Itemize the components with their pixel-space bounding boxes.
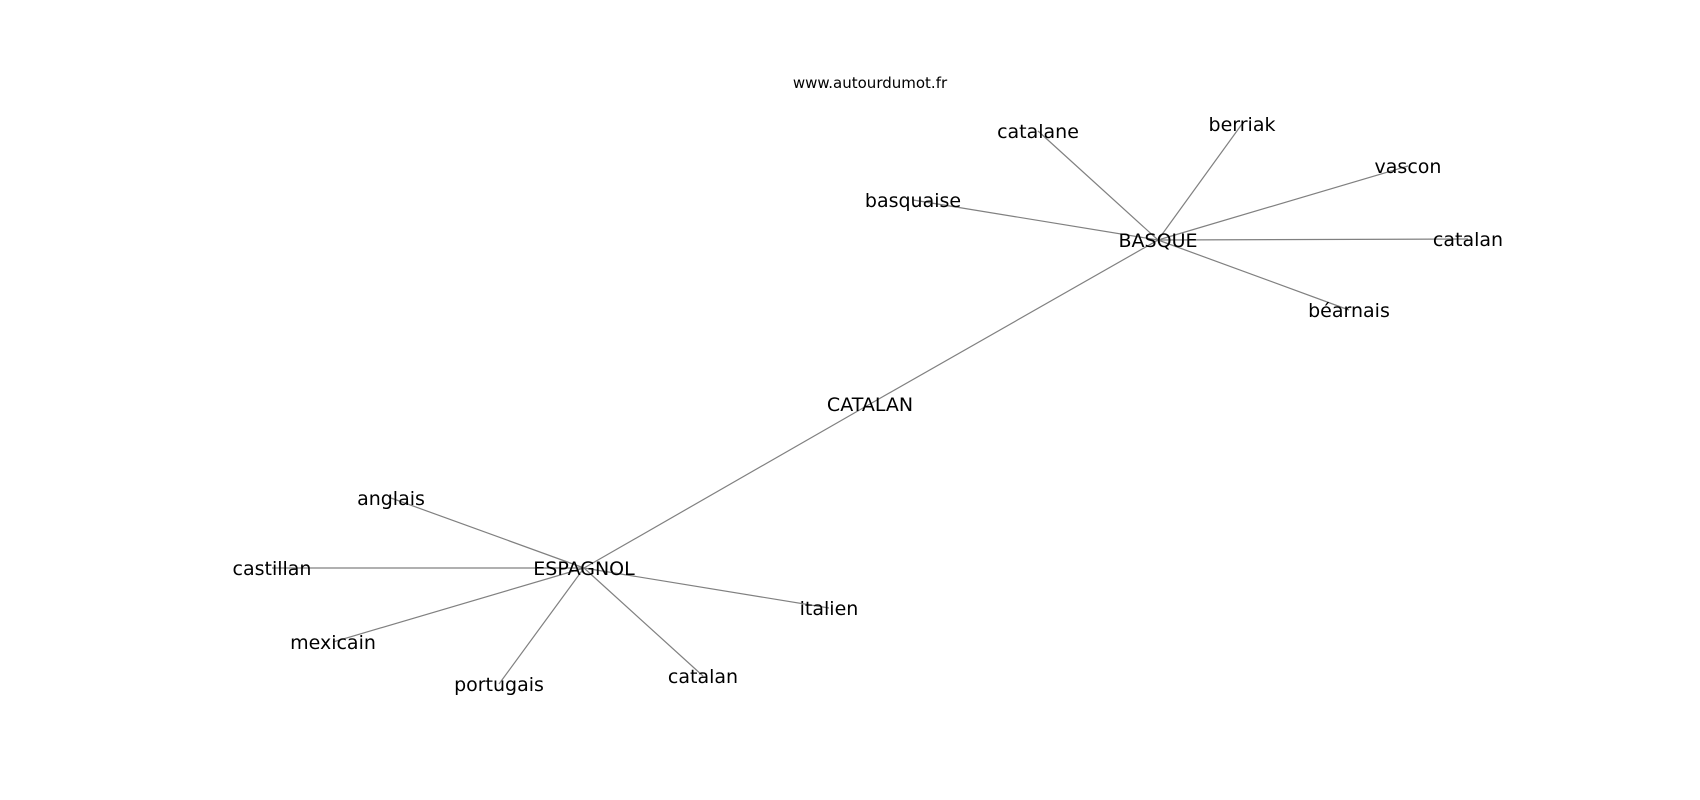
- node-label-esp-anglais: anglais: [357, 488, 425, 510]
- labels-layer: CATALAN BASQUE ESPAGNOL catalane berriak vasc…: [233, 114, 1504, 696]
- edge-basque-basque_vascon: [1157, 165, 1409, 241]
- edge-catalan_center-basque: [869, 239, 1159, 405]
- node-label-esp-mexicain: mexicain: [290, 632, 376, 654]
- node-label-esp-castillan: castillan: [233, 558, 312, 580]
- node-label-basque-vascon: vascon: [1375, 156, 1442, 178]
- node-label-esp-portugais: portugais: [454, 674, 544, 696]
- edge-espagnol-esp_portugais: [498, 567, 585, 685]
- edge-basque-basque_catalane: [1037, 130, 1159, 241]
- node-label-esp-catalan: catalan: [668, 666, 738, 688]
- site-credit: www.autourdumot.fr: [793, 74, 948, 92]
- node-label-basque-catalane: catalane: [997, 121, 1079, 143]
- edges-layer: [272, 123, 1469, 685]
- node-label-basque-catalan: catalan: [1433, 229, 1503, 251]
- edge-espagnol-esp_mexicain: [332, 567, 585, 643]
- edge-espagnol-esp_anglais: [390, 497, 585, 569]
- node-label-basque-basquaise: basquaise: [865, 190, 961, 212]
- node-label-esp-italien: italien: [800, 598, 859, 620]
- edge-espagnol-esp_catalan: [583, 567, 704, 677]
- edge-catalan_center-espagnol: [583, 403, 871, 569]
- edge-basque-basque_berriak: [1157, 123, 1243, 241]
- node-label-catalan-center: CATALAN: [827, 394, 913, 416]
- edge-basque-basque_basquaise: [912, 199, 1159, 241]
- node-label-basque-berriak: berriak: [1209, 114, 1276, 136]
- edge-espagnol-esp_italien: [583, 567, 830, 609]
- edge-basque-basque_catalan: [1157, 238, 1469, 241]
- node-label-basque-bearnais: béarnais: [1308, 300, 1390, 322]
- node-label-espagnol: ESPAGNOL: [533, 558, 635, 580]
- node-label-basque: BASQUE: [1119, 230, 1198, 252]
- edge-basque-basque_bearnais: [1157, 239, 1350, 311]
